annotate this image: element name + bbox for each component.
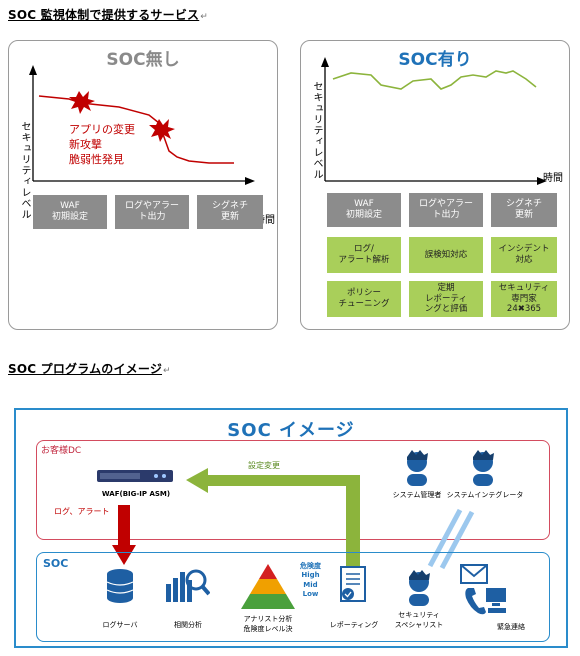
- y-axis-arrow: [29, 65, 37, 75]
- system-admin-icon: [407, 450, 428, 486]
- security-level-chart: [321, 57, 547, 185]
- correlation-analysis-icon: [166, 569, 210, 602]
- burst-icon: [69, 91, 95, 114]
- log-server-label: ログサーバ: [102, 621, 138, 629]
- security-specialist-label: セキュリティ スペシャリスト: [394, 611, 444, 629]
- risk-legend: 危険度 High Mid Low: [300, 562, 321, 600]
- x-axis-label: 時間: [543, 173, 563, 184]
- y-axis-arrow: [321, 57, 329, 67]
- customer-dc-label: お客様DC: [41, 446, 82, 456]
- y-axis-label: セキュリティレベル: [19, 121, 30, 220]
- customer-dc-area: お客様DC: [36, 440, 550, 540]
- correlation-label: 相関分析: [174, 621, 202, 629]
- risk-low: Low: [302, 590, 319, 599]
- log-server-icon: [106, 569, 134, 603]
- soc-image-frame: SOC イメージ お客様DC WAF(BIG-IP ASM) ログ、アラート 設…: [14, 408, 568, 648]
- phone-computer-icon: [465, 588, 506, 615]
- security-level-chart: [29, 65, 255, 185]
- box-periodic-reporting: 定期 レポーティ ングと評価: [409, 281, 483, 317]
- risk-title: 危険度: [300, 562, 321, 570]
- box-waf-setup: WAF 初期設定: [327, 193, 401, 227]
- annotation-vulnerability: 脆弱性発見: [69, 152, 124, 166]
- box-signature-update: シグネチ 更新: [491, 193, 557, 227]
- setting-change-label: 設定変更: [248, 461, 280, 470]
- section-heading-services: SOC 監視体制で提供するサービス↵: [8, 8, 208, 22]
- panel-without-soc: SOC無し セキュリティレベル 時間 アプリの変更 新攻撃 脆弱性発見 WAF …: [8, 40, 278, 330]
- analyst-label: アナリスト分析 危険度レベル決: [243, 615, 293, 633]
- system-integrator-icon: [473, 450, 494, 486]
- system-integrator-label: システムインテグレータ: [446, 491, 524, 499]
- threat-annotations: アプリの変更 新攻撃 脆弱性発見: [69, 123, 135, 168]
- x-axis-arrow: [245, 177, 255, 185]
- box-false-positive: 誤検知対応: [409, 237, 483, 273]
- log-alert-arrow: [112, 505, 136, 565]
- box-incident-response: インシデント 対応: [491, 237, 557, 273]
- box-signature-update: シグネチ 更新: [197, 195, 263, 229]
- mail-icon: [460, 564, 488, 584]
- box-log-output: ログやアラー ト出力: [115, 195, 189, 229]
- y-axis-label: セキュリティレベル: [311, 81, 322, 180]
- panel-with-soc: SOC有り セキュリティレベル 時間 WAF 初期設定 ログやアラー ト出力 シ…: [300, 40, 570, 330]
- panel-title: SOC無し: [106, 50, 180, 70]
- reporting-document-icon: [340, 566, 366, 602]
- risk-mid: Mid: [303, 580, 318, 589]
- panel-title: SOC有り: [398, 50, 472, 70]
- security-specialist-icon: [409, 570, 430, 606]
- box-policy-tuning: ポリシー チューニング: [327, 281, 401, 317]
- box-waf-setup: WAF 初期設定: [33, 195, 107, 229]
- annotation-app-change: アプリの変更: [69, 123, 135, 136]
- log-alert-label: ログ、アラート: [54, 507, 110, 516]
- reporting-label: レポーティング: [329, 621, 379, 629]
- waf-appliance-icon: [97, 470, 173, 482]
- x-axis-arrow: [537, 177, 547, 185]
- risk-pyramid-icon: [241, 564, 295, 609]
- system-admin-label: システム管理者: [392, 491, 442, 499]
- box-log-output: ログやアラー ト出力: [409, 193, 483, 227]
- setting-change-arrow: [186, 468, 360, 572]
- section-heading-program: SOC プログラムのイメージ↵: [8, 362, 171, 376]
- soc-area: SOC: [36, 552, 550, 642]
- annotation-new-attack: 新攻撃: [69, 137, 102, 151]
- soc-label: SOC: [43, 557, 69, 570]
- box-log-analysis: ログ/ アラート解析: [327, 237, 401, 273]
- emergency-contact-label: 緊急連絡: [497, 623, 525, 631]
- box-security-expert: セキュリティ 専門家 24✖365: [491, 281, 557, 317]
- communication-arrows: [427, 508, 475, 570]
- burst-icon: [149, 119, 175, 142]
- waf-label: WAF(BIG-IP ASM): [101, 490, 171, 498]
- risk-high: High: [301, 571, 320, 580]
- security-level-line: [332, 70, 537, 90]
- x-axis-label: 時間: [255, 215, 275, 226]
- diagram-title: SOC イメージ: [227, 420, 355, 441]
